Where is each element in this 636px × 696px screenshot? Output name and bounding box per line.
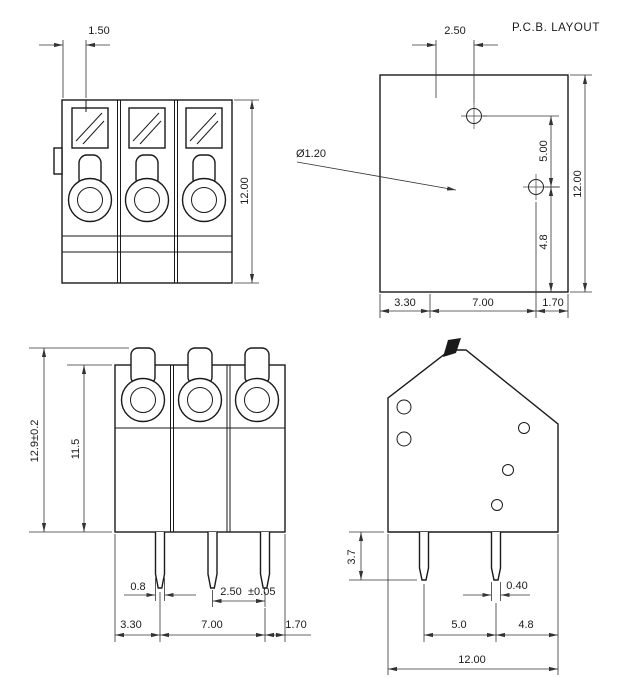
clamp-lever — [177, 347, 223, 423]
dim-tolerance-label: ±0.05 — [248, 586, 275, 598]
dim-front-height: 12.00 — [234, 99, 259, 284]
dim-label: 5.00 — [538, 140, 550, 161]
dim-label: 4.8 — [538, 234, 550, 249]
dim-depth: 12.00 — [387, 534, 559, 675]
body-section-lines — [115, 365, 285, 532]
clamp-lever — [234, 347, 280, 423]
pcb-layout-title: P.C.B. LAYOUT — [512, 22, 600, 34]
wire-entry-window — [71, 107, 109, 149]
side-hole — [502, 464, 514, 476]
dim-pin-bottom-row: 3.30 7.00 1.70 — [114, 534, 311, 642]
dim-label: 2.50 — [444, 25, 465, 37]
dim-hole-diameter: Ø1.20 — [296, 148, 457, 191]
terminal-body-outline — [61, 99, 233, 284]
dim-pcb-height: 12.00 — [570, 74, 592, 293]
dim-overall-height: 12.9±0.2 — [29, 347, 129, 532]
dim-label: 12.00 — [239, 177, 251, 205]
dim-label: 3.7 — [346, 549, 358, 564]
clamp-lever — [67, 154, 113, 223]
dim-label: 12.00 — [572, 170, 584, 198]
dim-label: 7.00 — [472, 297, 493, 309]
dim-pcb-bottom-row: 3.30 7.00 1.70 — [379, 202, 569, 318]
dim-label: 0.40 — [506, 580, 527, 592]
solder-pin — [154, 532, 166, 589]
clamp-lever — [124, 154, 170, 223]
dim-pin-length: 3.7 — [346, 531, 417, 581]
side-tab — [53, 147, 63, 175]
pcb-layout-view: P.C.B. LAYOUT 2.50 Ø1.20 5.00 4.8 — [296, 22, 600, 318]
dim-pin-pitch: 2.50 ±0.05 — [212, 586, 275, 607]
dim-label: 3.30 — [394, 297, 415, 309]
side-hole — [518, 422, 530, 434]
solder-pin — [418, 532, 430, 581]
mount-hole-top — [461, 103, 487, 129]
solder-pin — [207, 532, 218, 589]
dim-pin-thickness: 0.40 — [463, 580, 530, 601]
front-view: 1.50 12.00 — [39, 25, 259, 284]
dim-label: 11.5 — [70, 439, 82, 460]
dim-label: 3.30 — [120, 619, 141, 631]
dim-label: 1.70 — [285, 619, 306, 631]
dim-label: 7.00 — [201, 619, 222, 631]
dim-label: 4.8 — [518, 619, 533, 631]
lever-tip — [443, 338, 461, 357]
side-view: 3.7 0.40 5.0 4.8 12.00 — [346, 338, 559, 675]
dim-label: 5.0 — [451, 619, 466, 631]
dim-hole-spacing: 5.00 — [483, 115, 559, 188]
dim-label: 12.9±0.2 — [29, 420, 41, 463]
solder-pin — [490, 532, 502, 581]
side-body-outline — [387, 349, 559, 533]
dim-label: 0.8 — [130, 581, 145, 593]
dim-front-slot-width: 1.50 — [39, 25, 110, 98]
front-pins-view: 11.5 12.9±0.2 0.8 2.50 ±0.05 3.30 7.00 — [29, 347, 311, 642]
body-section-lines — [62, 100, 232, 283]
side-hole — [491, 499, 503, 511]
wire-entry-window — [185, 107, 223, 149]
clamp-lever — [120, 347, 166, 423]
side-hole — [396, 431, 412, 447]
dim-pin-gap-row: 5.0 4.8 — [423, 584, 558, 642]
dim-pin-width: 0.8 — [124, 578, 196, 601]
clamp-lever — [181, 154, 227, 223]
wire-entry-window — [128, 107, 166, 149]
side-hole — [396, 399, 412, 415]
dim-label: 1.50 — [88, 25, 109, 37]
dim-label: Ø1.20 — [296, 148, 326, 160]
solder-pin — [259, 532, 271, 589]
dim-label: 1.70 — [542, 297, 563, 309]
dim-label: 2.50 — [220, 586, 241, 598]
dim-hole-to-bottom: 4.8 — [538, 187, 554, 292]
dim-hole-offset: 2.50 — [412, 25, 498, 103]
dim-body-height: 11.5 — [29, 364, 112, 533]
dim-label: 12.00 — [458, 654, 486, 666]
